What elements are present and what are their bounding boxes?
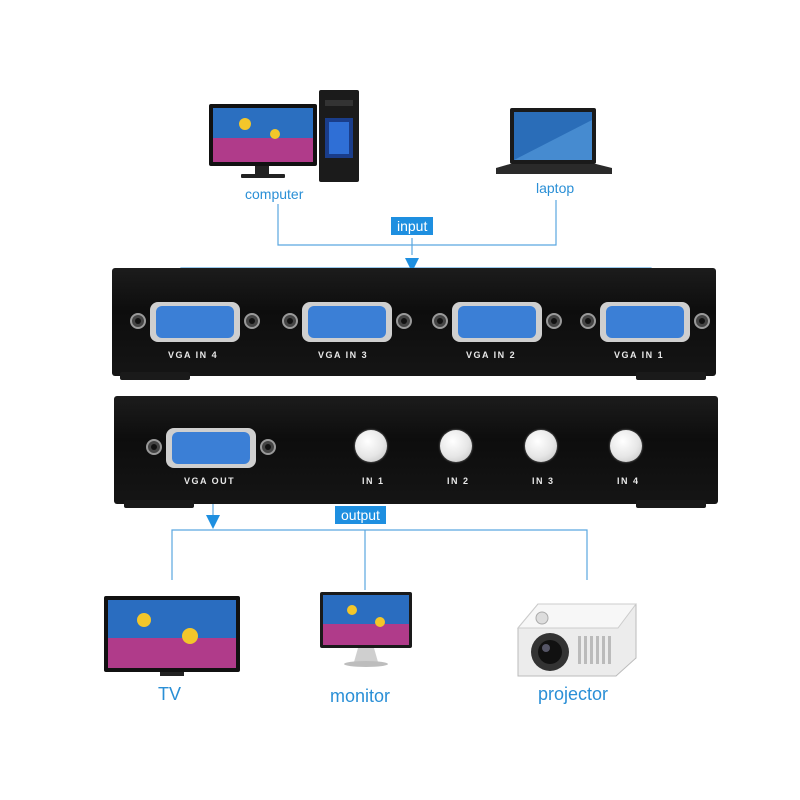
vga-in-3-port [280, 298, 420, 349]
button-in-1[interactable] [355, 430, 387, 462]
laptop-icon [496, 108, 612, 174]
input-tag: input [391, 217, 434, 235]
vga-in-4-label: VGA IN 4 [168, 350, 219, 360]
vga-in-1-label: VGA IN 1 [614, 350, 665, 360]
projector-icon [516, 603, 637, 677]
computer-icon [209, 90, 359, 182]
button-in-4-label: IN 4 [617, 476, 640, 486]
vga-in-4-port [128, 298, 268, 349]
rear-foot-right [636, 372, 706, 380]
vga-in-2-port [430, 298, 570, 349]
input-arrow-icon [405, 258, 419, 272]
front-foot-left [124, 500, 194, 508]
button-in-2-label: IN 2 [447, 476, 470, 486]
button-in-3-label: IN 3 [532, 476, 555, 486]
button-in-2[interactable] [440, 430, 472, 462]
projector-device [512, 598, 642, 678]
computer-device [205, 88, 365, 188]
projector-label: projector [538, 684, 609, 704]
front-foot-right [636, 500, 706, 508]
rear-foot-left [120, 372, 190, 380]
button-in-1-label: IN 1 [362, 476, 385, 486]
monitor-device [318, 590, 414, 670]
output-arrow-icon [206, 515, 220, 529]
tv-device [104, 596, 240, 678]
output-tag: output [335, 506, 386, 524]
vga-out-port [144, 424, 284, 475]
vga-in-2-label: VGA IN 2 [466, 350, 517, 360]
button-in-4[interactable] [610, 430, 642, 462]
laptop-device [494, 106, 614, 178]
vga-in-3-label: VGA IN 3 [318, 350, 369, 360]
vga-in-1-port [578, 298, 718, 349]
monitor-icon [320, 592, 412, 667]
laptop-label: laptop [536, 180, 575, 196]
monitor-label: monitor [330, 686, 391, 706]
tv-label: TV [158, 684, 182, 704]
vga-out-label: VGA OUT [184, 476, 236, 486]
computer-label: computer [245, 186, 304, 202]
tv-icon [104, 596, 240, 676]
button-in-3[interactable] [525, 430, 557, 462]
